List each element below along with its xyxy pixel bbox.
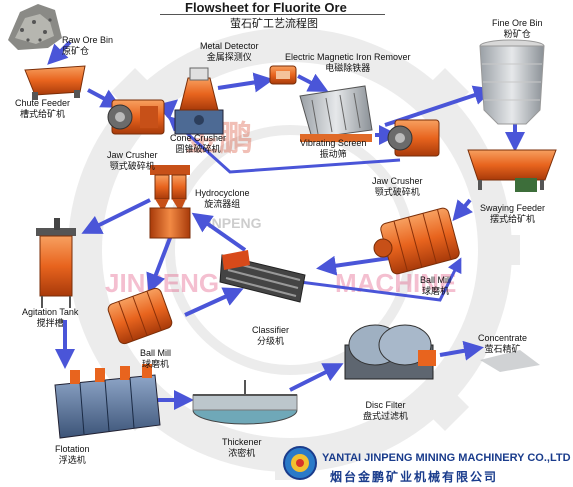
arrow-classifier-to-cyclone [191, 212, 247, 252]
arrow-bin-to-feeder [47, 40, 72, 65]
hydrocyclone-image [149, 165, 191, 239]
fine-ore-bin-image [479, 39, 545, 125]
disc-filter-image [344, 324, 436, 380]
company-logo [283, 446, 317, 480]
concentrate-image [480, 350, 540, 372]
arrow-ballmill1-to-classifier [316, 255, 391, 276]
arrow-thickener-to-filter [289, 363, 344, 392]
title-english: Flowsheet for Fluorite Ore [185, 0, 347, 15]
title-chinese: 萤石矿工艺流程图 [230, 18, 318, 30]
arrow-detector-to-remover [297, 73, 329, 92]
metal-detector-image [269, 65, 297, 85]
jaw-crusher-1-image [107, 99, 165, 135]
raw-ore-bin-image [8, 4, 62, 50]
arrow-filter-to-concentrate [439, 340, 484, 361]
cone-crusher-image [174, 67, 224, 135]
agitation-tank-image [36, 218, 76, 308]
jaw-crusher-2-image [387, 119, 440, 157]
arrow-screen-to-finebin [384, 85, 494, 127]
classifier-image [219, 250, 306, 303]
chute-feeder-image [24, 65, 86, 100]
ball-mill-1-image [373, 207, 460, 275]
title-divider [160, 14, 385, 15]
company-name-chinese: 烟台金鹏矿业机械有限公司 [330, 470, 499, 484]
arrow-cyclone-to-agitation [81, 198, 151, 234]
arrow-mill2-to-classifier [184, 287, 244, 317]
thickener-image [192, 380, 298, 425]
arrow-classifier-return [299, 257, 462, 302]
arrow-cone-to-detector [217, 72, 274, 93]
arrow-feeder-to-ballmill1 [452, 198, 473, 222]
arrow-jaw2-return [167, 115, 401, 174]
flotation-image [54, 364, 161, 439]
vibrating-screen-image [299, 85, 373, 142]
swaying-feeder-image [467, 149, 557, 192]
company-name-english: YANTAI JINPENG MINING MACHINERY CO.,LTD [322, 452, 571, 464]
ball-mill-2-image [107, 287, 173, 345]
